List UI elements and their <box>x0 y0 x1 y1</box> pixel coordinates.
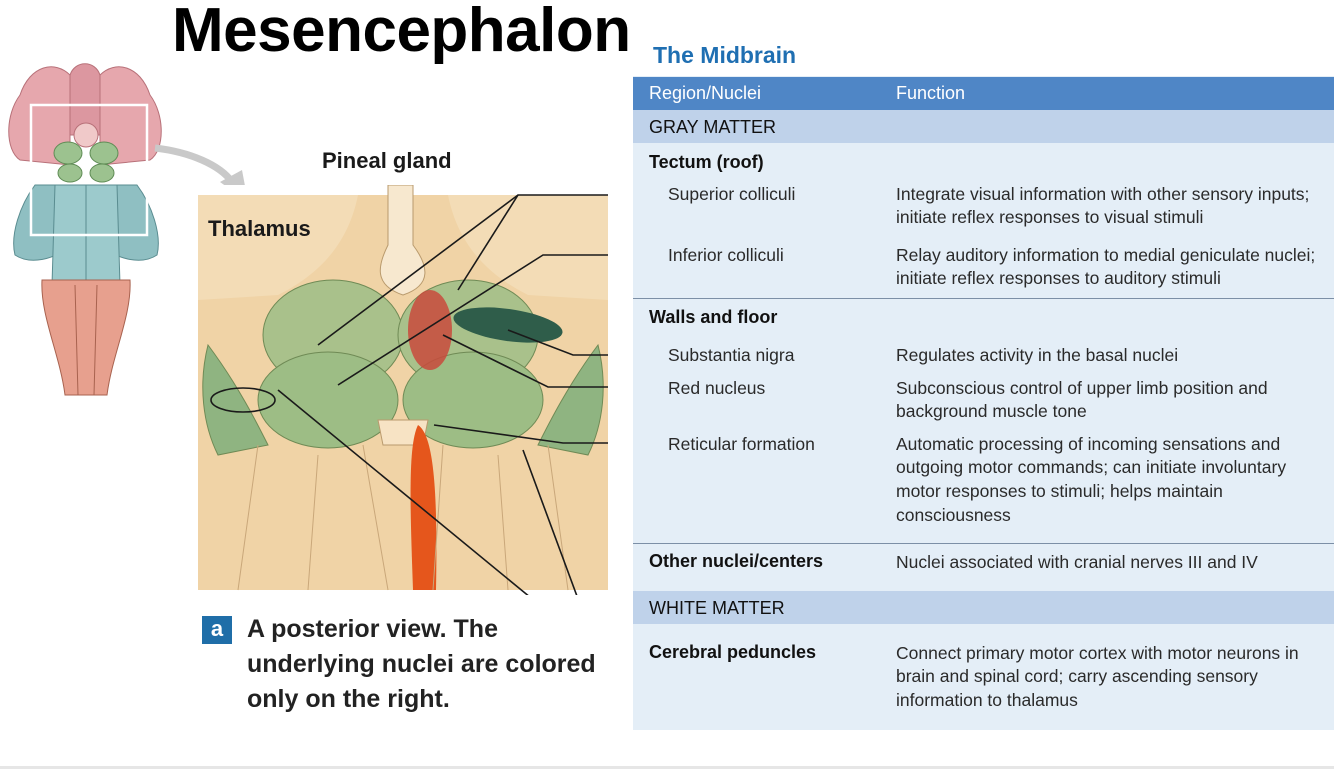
header-function: Function <box>896 83 966 103</box>
red-nucleus-name: Red nucleus <box>668 378 766 398</box>
label-pineal-gland: Pineal gland <box>322 148 452 173</box>
superior-colliculi-function: Integrate visual information with other … <box>896 184 1310 227</box>
table-header: Region/Nuclei Function <box>633 77 1334 110</box>
brainstem-overview-illustration <box>8 63 162 396</box>
other-nuclei-name: Other nuclei/centers <box>649 551 824 571</box>
table-title: The Midbrain <box>653 42 797 68</box>
walls-heading: Walls and floor <box>649 307 778 327</box>
page-title: Mesencephalon <box>172 0 631 65</box>
row-divider <box>633 298 1334 299</box>
substantia-nigra-name: Substantia nigra <box>668 345 795 365</box>
superior-colliculi-name: Superior colliculi <box>668 184 796 204</box>
substantia-nigra-function: Regulates activity in the basal nuclei <box>896 345 1179 365</box>
bottom-bar <box>0 766 1334 769</box>
cerebral-peduncles-function: Connect primary motor cortex with motor … <box>896 643 1299 710</box>
caption-badge: a <box>202 616 232 644</box>
reticular-formation-function: Automatic processing of incoming sensati… <box>896 434 1287 525</box>
reticular-formation-name: Reticular formation <box>668 434 815 454</box>
section-gray-matter: GRAY MATTER <box>633 110 1334 143</box>
tectum-heading: Tectum (roof) <box>649 152 764 172</box>
label-thalamus: Thalamus <box>208 216 311 241</box>
red-nucleus-function-2: background muscle tone <box>896 401 1087 421</box>
inferior-colliculi-function: Relay auditory information to medial gen… <box>896 245 1316 288</box>
header-region: Region/Nuclei <box>649 83 762 103</box>
red-nucleus-function-1: Subconscious control of upper limb posit… <box>896 378 1268 398</box>
row-divider <box>633 543 1334 544</box>
section-white-matter: WHITE MATTER <box>633 591 1334 624</box>
other-nuclei-function: Nuclei associated with cranial nerves II… <box>896 552 1258 572</box>
cerebral-peduncles-name: Cerebral peduncles <box>649 642 817 662</box>
inferior-colliculi-name: Inferior colliculi <box>668 245 784 265</box>
midbrain-posterior-illustration <box>198 185 608 595</box>
caption-text: A posterior view. The underlying nuclei … <box>247 615 596 713</box>
